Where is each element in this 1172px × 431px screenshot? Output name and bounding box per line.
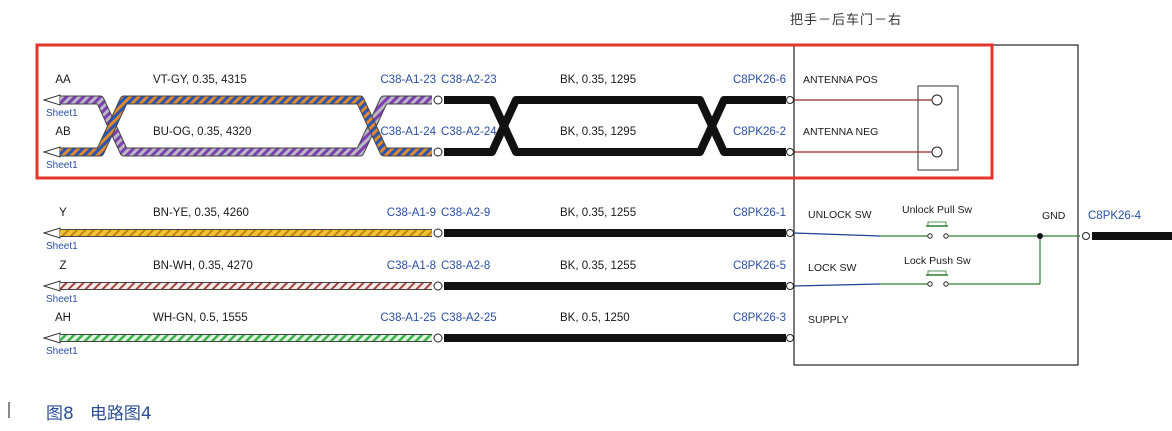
antenna-box [917,85,959,171]
mid-wire-spec: BK, 0.35, 1255 [560,207,636,219]
function-label: LOCK SW [808,262,857,274]
inline-connector-pin [433,333,443,343]
pin-label: Z [59,260,66,272]
right-connector-label: C38-A2-25 [441,312,497,324]
function-label: ANTENNA POS [803,74,878,86]
sheet-arrow[interactable] [42,280,61,292]
wire-black [444,334,786,342]
pin-label: Y [59,207,67,219]
sheet-arrow[interactable] [42,227,61,239]
wire-black [444,96,786,156]
right-connector-label: C38-A2-9 [441,207,490,219]
sheet-arrow[interactable] [42,332,61,344]
highlight-box [35,43,994,180]
end-connector-pin [786,282,794,290]
sheet-label: Sheet1 [46,108,78,119]
left-connector-label: C38-A1-25 [380,312,436,324]
end-connector-pin [786,229,794,237]
mid-wire-spec: BK, 0.35, 1255 [560,260,636,272]
inline-connector-pin [433,147,443,157]
sheet-label: Sheet1 [46,241,78,252]
ground-connector-label: C8PK26-4 [1088,210,1142,222]
end-connector-label: C8PK26-5 [733,260,786,272]
end-connector-label: C8PK26-2 [733,126,786,138]
ground-connector-pin [1082,232,1090,240]
internal-wire [793,232,881,237]
end-connector-label: C8PK26-6 [733,74,786,86]
figure-caption: 图8 电路图4 [46,399,168,424]
wire-black [444,282,786,290]
sheet-arrow[interactable] [42,94,61,106]
inline-connector-pin [433,281,443,291]
switch-network [880,221,1080,287]
figure-number: 图8 [46,404,74,424]
wire-row-z: Z Sheet1 BN-WH, 0.35, 4270 C38-A1-8 C38-A2-8… [42,260,881,305]
left-wire-spec: BN-YE, 0.35, 4260 [153,207,249,219]
antenna-neg-terminal [931,146,943,158]
mid-wire-spec: BK, 0.35, 1295 [560,74,636,86]
wire-left [60,230,432,236]
component-title: 把手－后车门－右 [790,12,902,28]
ground-junction [1037,233,1043,239]
end-connector-pin [786,96,794,104]
wire-black [444,96,786,156]
function-label: ANTENNA NEG [803,126,878,138]
sheet-label: Sheet1 [46,346,78,357]
end-connector-label: C8PK26-1 [733,207,786,219]
lock-switch-label: Lock Push Sw [904,255,971,267]
left-wire-spec: VT-GY, 0.35, 4315 [153,74,247,86]
sheet-label: Sheet1 [46,160,78,171]
pin-label: AB [55,126,71,138]
sheet-label: Sheet1 [46,294,78,305]
pin-label: AH [55,312,71,324]
pin-label: AA [55,74,71,86]
end-connector-pin [786,334,794,342]
end-connector-pin [786,148,794,156]
left-connector-label: C38-A1-23 [380,74,436,86]
wire-row-ah: AH Sheet1 WH-GN, 0.5, 1555 C38-A1-25 C38-A2-… [42,312,849,357]
wire-black [444,229,786,237]
inline-connector-pin [433,95,443,105]
function-label: UNLOCK SW [808,209,872,221]
ground-label: GND [1042,210,1066,222]
left-wire-spec: WH-GN, 0.5, 1555 [153,312,248,324]
mid-wire-spec: BK, 0.35, 1295 [560,126,636,138]
inline-connector-pin [433,228,443,238]
left-wire-spec: BU-OG, 0.35, 4320 [153,126,251,138]
function-label: SUPPLY [808,314,849,326]
sheet-arrow[interactable] [42,146,61,158]
wire-left [60,96,432,156]
end-connector-label: C8PK26-3 [733,312,786,324]
caption-marker [8,402,10,418]
right-connector-label: C38-A2-8 [441,260,490,272]
left-connector-label: C38-A1-8 [387,260,436,272]
right-connector-label: C38-A2-23 [441,74,497,86]
mid-wire-spec: BK, 0.5, 1250 [560,312,630,324]
figure-caption-text: 电路图4 [89,404,152,424]
unlock-switch-label: Unlock Pull Sw [902,204,972,216]
left-connector-label: C38-A1-9 [387,207,436,219]
right-connector-label: C38-A2-24 [441,126,497,138]
internal-wire [793,283,881,287]
wire-row-y: Y Sheet1 BN-YE, 0.35, 4260 C38-A1-9 C38-A2-9… [42,207,881,252]
ground-wire [1092,232,1172,240]
wire-left [60,283,432,289]
left-wire-spec: BN-WH, 0.35, 4270 [153,260,253,272]
wire-left [60,96,432,156]
antenna-pos-terminal [931,94,943,106]
left-connector-label: C38-A1-24 [380,126,436,138]
wire-left [60,335,432,341]
